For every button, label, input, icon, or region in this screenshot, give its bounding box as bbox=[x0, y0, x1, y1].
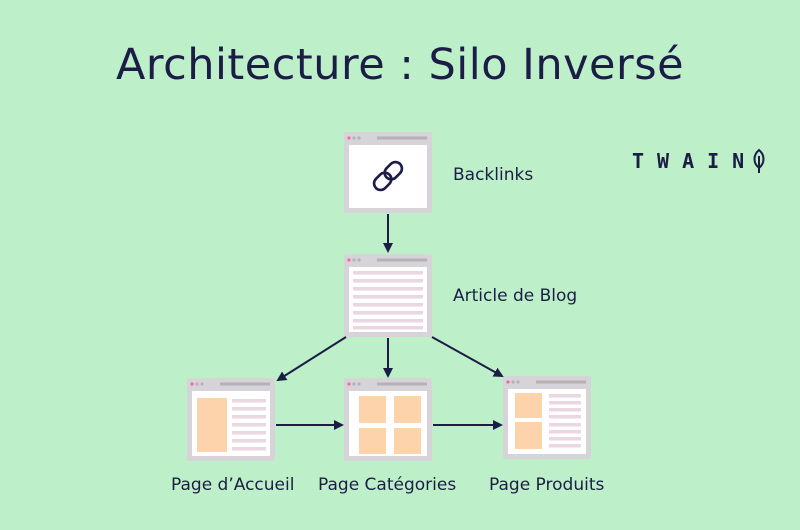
link-icon bbox=[372, 160, 404, 192]
page-title: Architecture : Silo Inversé bbox=[115, 40, 685, 90]
home-window bbox=[187, 378, 275, 461]
products-window bbox=[503, 376, 591, 459]
label-categories: Page Catégories bbox=[318, 475, 457, 495]
label-home: Page d’Accueil bbox=[171, 475, 295, 495]
label-blog: Article de Blog bbox=[453, 286, 578, 306]
leaf-icon bbox=[753, 148, 765, 173]
label-backlinks: Backlinks bbox=[453, 165, 534, 185]
label-products: Page Produits bbox=[489, 475, 605, 495]
brand-name: TWAIN bbox=[632, 149, 758, 173]
categories-window bbox=[344, 378, 432, 461]
blog-window bbox=[344, 254, 432, 337]
backlinks-window bbox=[344, 132, 432, 213]
brand-logo: TWAIN bbox=[632, 148, 767, 174]
arrow-blog-to-products bbox=[431, 336, 504, 377]
arrow-blog-to-home bbox=[276, 336, 347, 382]
